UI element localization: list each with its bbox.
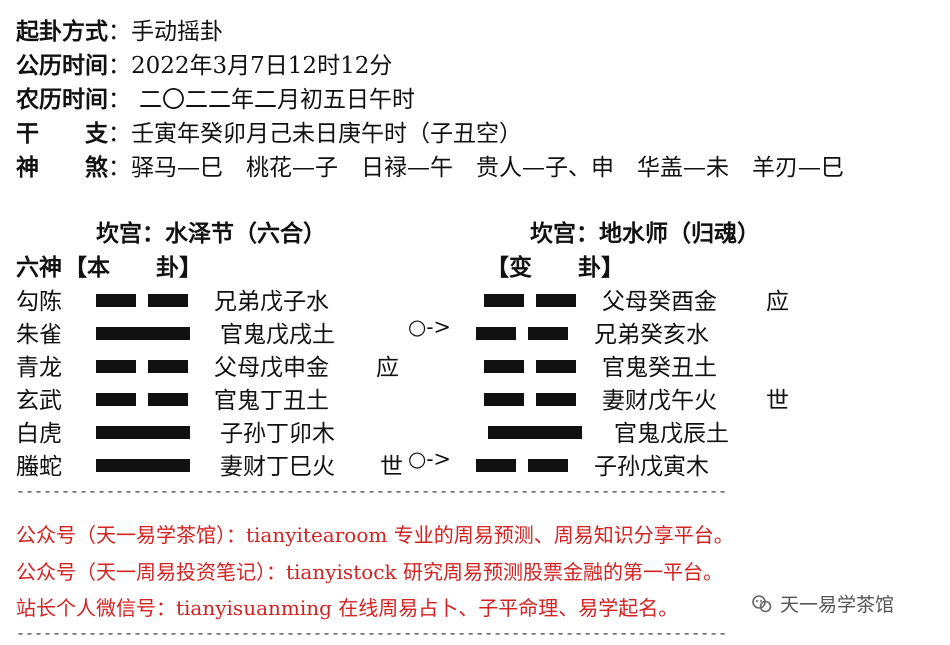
ben-line-text: 兄弟戊子水: [214, 289, 329, 315]
ben-gua-yang-line: [96, 459, 190, 472]
moving-line-arrow: ○->: [408, 447, 452, 471]
bian-gua-yin-line-segment: [528, 327, 568, 340]
bian-line-text: 兄弟癸亥水: [594, 322, 709, 348]
ben-gua-yang-line: [96, 327, 190, 340]
liushen-label: 玄武: [16, 388, 62, 414]
promo-line-3: 站长个人微信号：tianyisuanming 在线周易占卜、子平命理、易学起名。: [16, 596, 679, 620]
ben-line-text: 官鬼戊戌土: [220, 322, 335, 348]
liushen-label: 朱雀: [16, 322, 62, 348]
ben-gua-yin-line-segment: [148, 393, 188, 406]
info-value: 手动摇卦: [131, 19, 223, 45]
info-colon: ：: [108, 87, 131, 113]
liushen-header: 六神: [16, 255, 62, 281]
ben-line-mark: 应: [376, 355, 399, 381]
info-value: 壬寅年癸卯月己未日庚午时（子丑空）: [131, 121, 522, 147]
ben-gua-yin-line-segment: [148, 294, 188, 307]
ben-gua-yin-line-segment: [148, 360, 188, 373]
bian-line-text: 妻财戊午火: [602, 388, 717, 414]
info-label: 干 支: [16, 121, 108, 147]
ben-gua-yin-line-segment: [96, 393, 136, 406]
bian-line-mark: 世: [766, 388, 789, 414]
ben-line-text: 父母戊申金: [214, 355, 329, 381]
ben-gua-title: 坎宫：水泽节（六合）: [96, 221, 326, 247]
info-row-lunar-time: 农历时间： 二〇二二年二月初五日午时: [16, 80, 415, 114]
info-label: 公历时间: [16, 53, 108, 79]
bian-gua-yin-line-segment: [536, 294, 576, 307]
bian-gua-yang-line: [488, 426, 582, 439]
info-value: 2022年3月7日12时12分: [131, 53, 393, 79]
ben-gua-header: 【本 卦】: [64, 255, 202, 281]
bian-gua-yin-line-segment: [536, 360, 576, 373]
wechat-icon: [750, 592, 774, 616]
ben-line-text: 子孙丁卯木: [220, 421, 335, 447]
info-colon: ：: [108, 155, 131, 181]
info-row-method: 起卦方式：手动摇卦: [16, 12, 223, 46]
promo-line-1: 公众号（天一易学茶馆）：tianyitearoom 专业的周易预测、周易知识分享…: [16, 523, 734, 547]
bian-line-text: 官鬼戊辰土: [614, 421, 729, 447]
info-colon: ：: [108, 121, 131, 147]
info-value: 驿马—巳 桃花—子 日禄—午 贵人—子、申 华盖—未 羊刃—巳: [131, 155, 844, 181]
bian-gua-yin-line-segment: [476, 459, 516, 472]
info-label: 神 煞: [16, 155, 108, 181]
info-row-solar-time: 公历时间：2022年3月7日12时12分: [16, 46, 392, 80]
watermark: 天一易学茶馆: [750, 590, 894, 617]
info-label: 农历时间: [16, 87, 108, 113]
bian-line-text: 子孙戊寅木: [594, 454, 709, 480]
liushen-label: 螣蛇: [16, 454, 62, 480]
info-row-ganzhi: 干 支：壬寅年癸卯月己未日庚午时（子丑空）: [16, 114, 522, 148]
bian-gua-title: 坎宫：地水师（归魂）: [530, 221, 760, 247]
separator-line: ----------------------------------------…: [16, 484, 728, 501]
info-row-shensha: 神 煞：驿马—巳 桃花—子 日禄—午 贵人—子、申 华盖—未 羊刃—巳: [16, 148, 844, 182]
bian-gua-yin-line-segment: [484, 393, 524, 406]
ben-gua-yang-line: [96, 426, 190, 439]
bian-line-text: 父母癸酉金: [602, 289, 717, 315]
bian-line-mark: 应: [766, 289, 789, 315]
ben-line-mark: 世: [380, 454, 403, 480]
liushen-label: 勾陈: [16, 289, 62, 315]
ben-gua-yin-line-segment: [96, 360, 136, 373]
ben-line-text: 官鬼丁丑土: [214, 388, 329, 414]
bian-gua-yin-line-segment: [484, 360, 524, 373]
info-colon: ：: [108, 19, 131, 45]
moving-line-arrow: ○->: [408, 315, 452, 339]
liushen-label: 青龙: [16, 355, 62, 381]
separator-line-bottom: ----------------------------------------…: [16, 626, 728, 643]
info-value: 二〇二二年二月初五日午时: [139, 87, 415, 113]
bian-gua-header: 【变 卦】: [486, 255, 624, 281]
promo-line-2: 公众号（天一周易投资笔记）：tianyistock 研究周易预测股票金融的第一平…: [16, 560, 723, 584]
bian-gua-yin-line-segment: [484, 294, 524, 307]
bian-gua-yin-line-segment: [536, 393, 576, 406]
info-colon: ：: [108, 53, 131, 79]
ben-line-text: 妻财丁巳火: [220, 454, 335, 480]
info-label: 起卦方式: [16, 19, 108, 45]
bian-line-text: 官鬼癸丑土: [602, 355, 717, 381]
watermark-text: 天一易学茶馆: [780, 594, 895, 616]
bian-gua-yin-line-segment: [528, 459, 568, 472]
ben-gua-yin-line-segment: [96, 294, 136, 307]
liushen-label: 白虎: [16, 421, 62, 447]
bian-gua-yin-line-segment: [476, 327, 516, 340]
